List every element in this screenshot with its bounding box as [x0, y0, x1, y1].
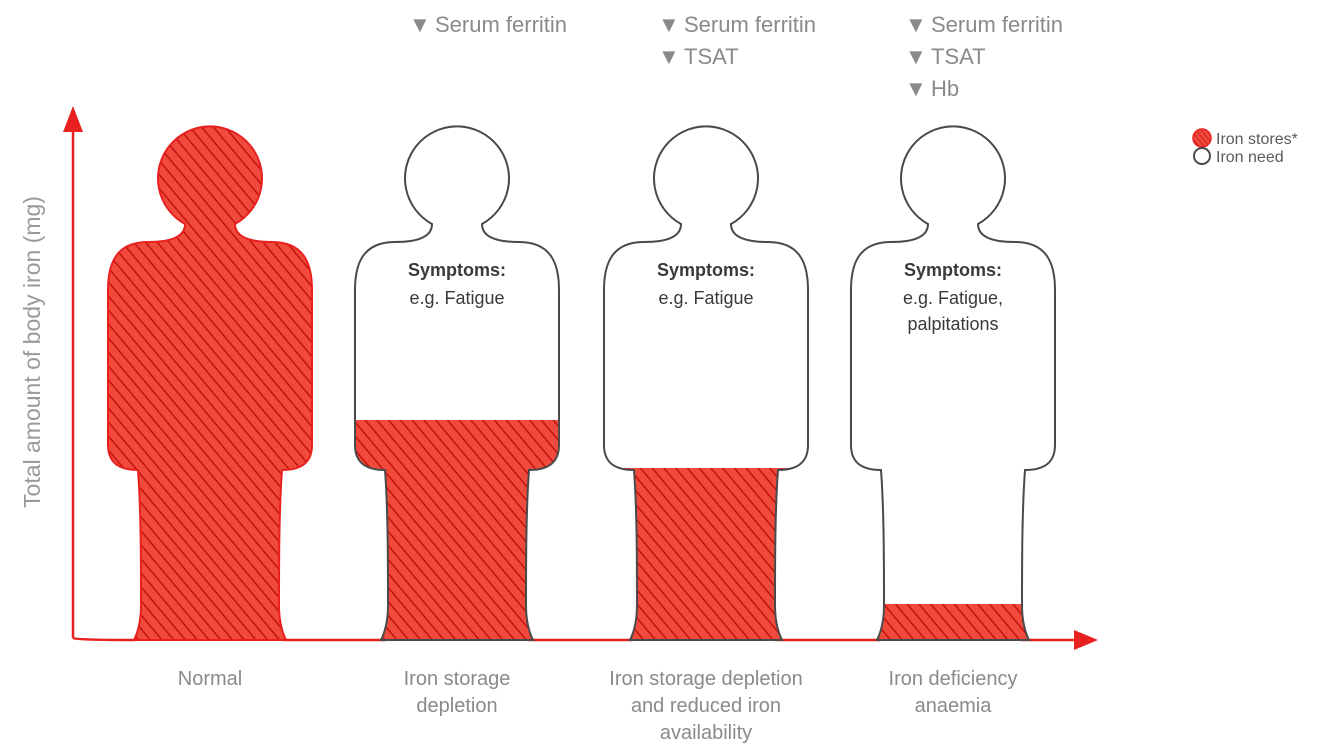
symptoms-line-iron-deficiency-anaemia: e.g. Fatigue,: [903, 288, 1003, 308]
y-axis-arrowhead: [63, 106, 83, 132]
iron-stores-legend-icon: [1193, 129, 1211, 147]
decrease-triangle-icon: ▼: [905, 12, 927, 37]
symptoms-title-reduced-availability: Symptoms:: [657, 260, 755, 280]
symptoms-line-iron-storage-depletion: e.g. Fatigue: [409, 288, 504, 308]
iron-need-outline-iron-deficiency-anaemia: [851, 126, 1055, 640]
decrease-triangle-icon: ▼: [658, 44, 680, 69]
figure-reduced-availability: Symptoms: e.g. Fatigue ▼Serum ferritin▼TSA…: [596, 12, 816, 744]
marker-iron-deficiency-anaemia: Serum ferritin: [931, 12, 1063, 37]
stage-label-reduced-availability: Iron storage depletion: [609, 668, 802, 690]
decrease-triangle-icon: ▼: [409, 12, 431, 37]
legend-iron-stores: Iron stores*: [1216, 131, 1298, 148]
decrease-triangle-icon: ▼: [905, 44, 927, 69]
x-axis-arrowhead: [1074, 630, 1098, 650]
marker-reduced-availability: TSAT: [684, 44, 739, 69]
legend-iron-need: Iron need: [1216, 149, 1284, 166]
stage-label-iron-storage-depletion: Iron storage: [404, 668, 511, 690]
symptoms-line-reduced-availability: e.g. Fatigue: [658, 288, 753, 308]
figure-iron-storage-depletion: Symptoms: e.g. Fatigue ▼Serum ferritinIron…: [347, 12, 567, 717]
stage-label-normal: Normal: [178, 668, 242, 690]
stage-label-reduced-availability: and reduced iron: [631, 695, 781, 717]
marker-iron-deficiency-anaemia: Hb: [931, 76, 959, 101]
figure-normal: Normal: [100, 120, 320, 690]
decrease-triangle-icon: ▼: [658, 12, 680, 37]
symptoms-line-iron-deficiency-anaemia: palpitations: [907, 314, 998, 334]
iron-stores-fill-iron-storage-depletion: [347, 420, 567, 645]
symptoms-title-iron-deficiency-anaemia: Symptoms:: [904, 260, 1002, 280]
stage-label-iron-storage-depletion: depletion: [416, 695, 497, 717]
legend: Iron stores* Iron need: [1193, 129, 1298, 166]
iron-stores-fill-normal: [100, 120, 320, 645]
marker-reduced-availability: Serum ferritin: [684, 12, 816, 37]
stage-label-reduced-availability: availability: [660, 722, 752, 744]
iron-stores-fill-reduced-availability: [596, 468, 816, 645]
iron-need-legend-icon: [1194, 148, 1210, 164]
stage-label-iron-deficiency-anaemia: Iron deficiency: [889, 668, 1018, 690]
symptoms-title-iron-storage-depletion: Symptoms:: [408, 260, 506, 280]
figure-iron-deficiency-anaemia: Symptoms:e.g. Fatigue,palpitations▼Serum…: [843, 12, 1063, 717]
stage-label-iron-deficiency-anaemia: anaemia: [915, 695, 993, 717]
marker-iron-deficiency-anaemia: TSAT: [931, 44, 986, 69]
y-axis-label: Total amount of body iron (mg): [19, 196, 45, 508]
marker-iron-storage-depletion: Serum ferritin: [435, 12, 567, 37]
decrease-triangle-icon: ▼: [905, 76, 927, 101]
